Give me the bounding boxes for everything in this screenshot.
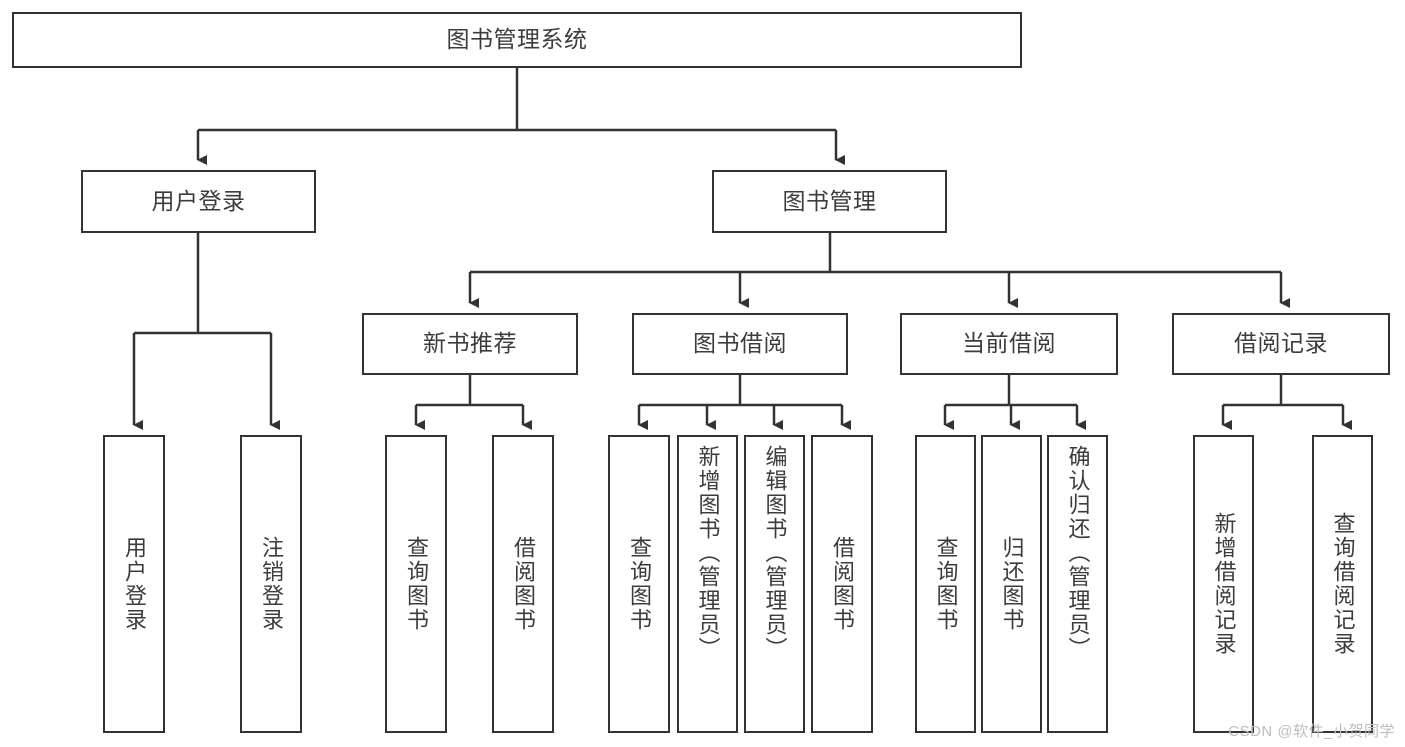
leaf-user-login-signin[interactable]: 用户登录: [103, 435, 165, 733]
node-book-borrow-label: 图书借阅: [693, 330, 787, 357]
leaf-book-borrow-lend-label: 借阅图书: [830, 536, 855, 632]
node-root-label: 图书管理系统: [446, 26, 588, 53]
leaf-current-borrow-return-label: 归还图书: [999, 536, 1025, 632]
leaf-current-borrow-query-label: 查询图书: [933, 536, 959, 632]
leaf-borrow-record-query[interactable]: 查询借阅记录: [1312, 435, 1373, 733]
node-new-book-recommend-label: 新书推荐: [423, 330, 517, 357]
leaf-book-borrow-lend[interactable]: 借阅图书: [811, 435, 873, 733]
leaf-user-login-signin-label: 用户登录: [122, 536, 147, 632]
node-current-borrow[interactable]: 当前借阅: [900, 313, 1118, 375]
leaf-book-borrow-add-label: 新增图书（管理员）: [695, 445, 721, 661]
node-user-login[interactable]: 用户登录: [81, 170, 316, 233]
leaf-current-borrow-confirm[interactable]: 确认归还（管理员）: [1047, 435, 1108, 733]
node-borrow-record[interactable]: 借阅记录: [1172, 313, 1390, 375]
leaf-book-borrow-edit[interactable]: 编辑图书（管理员）: [744, 435, 805, 733]
node-borrow-record-label: 借阅记录: [1234, 330, 1328, 357]
node-book-borrow[interactable]: 图书借阅: [632, 313, 848, 375]
leaf-current-borrow-return[interactable]: 归还图书: [981, 435, 1042, 733]
leaf-book-borrow-add[interactable]: 新增图书（管理员）: [677, 435, 738, 733]
node-new-book-recommend[interactable]: 新书推荐: [362, 313, 578, 375]
leaf-borrow-record-query-label: 查询借阅记录: [1330, 512, 1356, 656]
leaf-new-book-borrow-label: 借阅图书: [511, 536, 536, 632]
leaf-new-book-query[interactable]: 查询图书: [385, 435, 447, 733]
leaf-new-book-borrow[interactable]: 借阅图书: [492, 435, 554, 733]
node-book-management[interactable]: 图书管理: [712, 170, 947, 233]
leaf-new-book-query-label: 查询图书: [404, 536, 429, 632]
leaf-book-borrow-query[interactable]: 查询图书: [608, 435, 670, 733]
leaf-book-borrow-edit-label: 编辑图书（管理员）: [762, 445, 788, 661]
node-current-borrow-label: 当前借阅: [962, 330, 1056, 357]
leaf-user-login-signout[interactable]: 注销登录: [240, 435, 302, 733]
leaf-borrow-record-add-label: 新增借阅记录: [1211, 512, 1237, 656]
node-book-management-label: 图书管理: [782, 187, 877, 214]
leaf-borrow-record-add[interactable]: 新增借阅记录: [1193, 435, 1254, 733]
leaf-current-borrow-confirm-label: 确认归还（管理员）: [1065, 445, 1091, 661]
node-user-login-label: 用户登录: [151, 187, 246, 214]
node-root[interactable]: 图书管理系统: [12, 12, 1022, 68]
leaf-current-borrow-query[interactable]: 查询图书: [915, 435, 976, 733]
leaf-book-borrow-query-label: 查询图书: [627, 536, 652, 632]
leaf-user-login-signout-label: 注销登录: [259, 536, 284, 632]
watermark-text: CSDN @软件_小贺同学: [1228, 723, 1395, 740]
